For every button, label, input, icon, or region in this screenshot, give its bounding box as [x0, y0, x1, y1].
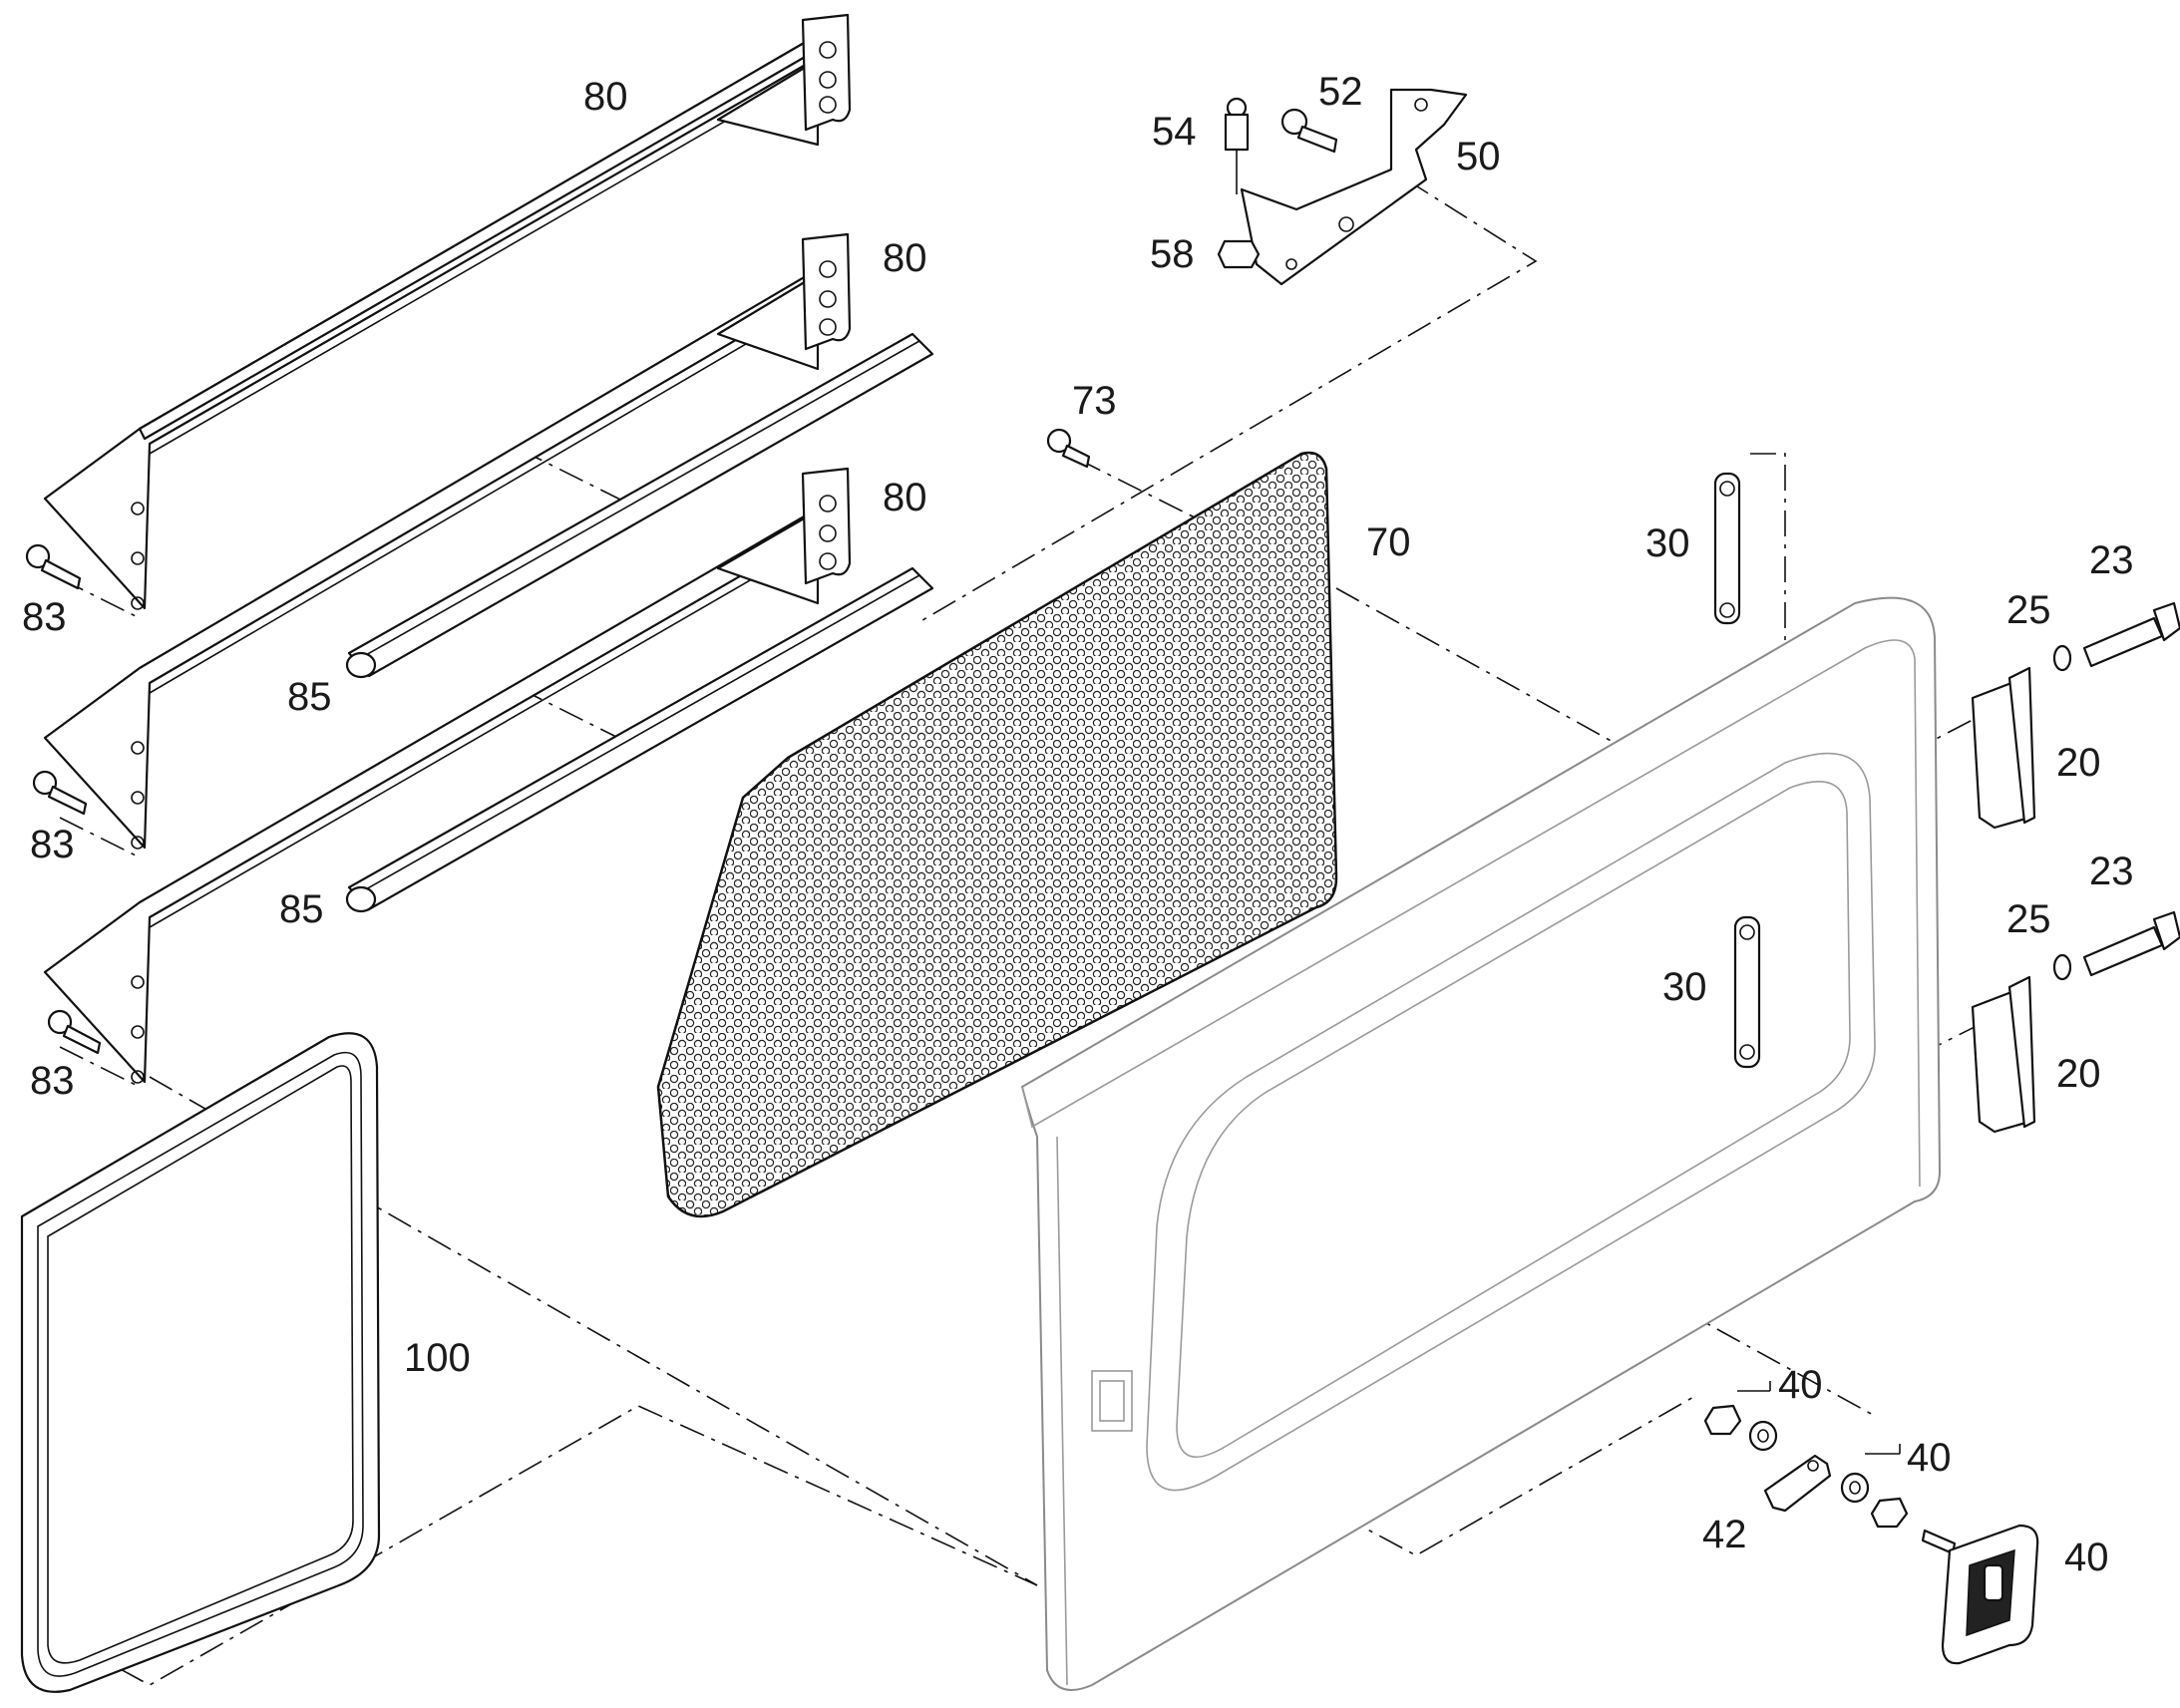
screw-52 — [1280, 108, 1338, 154]
callout-40-c: 40 — [2064, 1536, 2109, 1579]
hinge-20-lower — [1971, 975, 2036, 1134]
hinge-20-upper — [1971, 666, 2036, 830]
callout-40-a: 40 — [1778, 1363, 1823, 1407]
washer-25-upper — [2052, 644, 2072, 672]
callout-83-c: 83 — [30, 1059, 75, 1103]
callout-83-a: 83 — [22, 595, 67, 639]
callout-20-a: 20 — [2056, 741, 2101, 785]
window-seal-frame — [20, 1032, 381, 1693]
lock-handle-40 — [1921, 1524, 2039, 1665]
callout-58: 58 — [1150, 232, 1195, 276]
nut-58 — [1217, 239, 1261, 269]
screw-83-b — [32, 770, 88, 816]
link-30-upper — [1713, 472, 1741, 625]
callout-40-b: 40 — [1907, 1436, 1952, 1480]
callout-23-a: 23 — [2089, 538, 2134, 582]
callout-labels: 80 80 80 83 83 83 85 85 54 52 50 58 73 7… — [22, 70, 2134, 1579]
callout-25-b: 25 — [2006, 897, 2051, 941]
bolt-23-lower — [2082, 910, 2180, 977]
stud-54 — [1224, 97, 1250, 194]
callout-20-b: 20 — [2056, 1052, 2101, 1096]
callout-80-a: 80 — [583, 75, 628, 119]
callout-80-c: 80 — [883, 476, 927, 519]
callout-42: 42 — [1702, 1513, 1747, 1556]
trim-strip-upper — [43, 13, 852, 610]
trim-strip-lower — [43, 467, 852, 1084]
callout-73: 73 — [1072, 379, 1117, 423]
bracket-50 — [1240, 88, 1468, 286]
callout-100: 100 — [404, 1336, 471, 1380]
perforated-screen — [656, 451, 1338, 1218]
trim-strip-middle — [43, 232, 852, 850]
callout-brackets — [1737, 1381, 1901, 1455]
lock-cam-42 — [1763, 1454, 1832, 1513]
lock-washer-40-b — [1840, 1472, 1870, 1504]
screw-83-c — [47, 1009, 102, 1055]
callout-70: 70 — [1366, 520, 1411, 564]
callout-30-a: 30 — [1645, 521, 1690, 565]
callout-85-a: 85 — [287, 675, 332, 719]
callout-54: 54 — [1152, 110, 1197, 154]
link-30-lower — [1733, 915, 1761, 1069]
lock-nut-40-b — [1870, 1497, 1909, 1529]
callout-85-b: 85 — [279, 887, 324, 931]
washer-25-lower — [2052, 953, 2072, 981]
callout-23-b: 23 — [2089, 850, 2134, 893]
screw-73 — [1046, 428, 1091, 469]
callout-80-b: 80 — [883, 236, 927, 280]
rubber-seal-lower — [345, 566, 934, 913]
callout-83-b: 83 — [30, 823, 75, 866]
bolt-23-upper — [2082, 601, 2180, 668]
lock-washer-40-a — [1748, 1420, 1778, 1452]
callout-30-b: 30 — [1662, 965, 1707, 1009]
callout-52: 52 — [1318, 70, 1363, 114]
lock-nut-40-a — [1703, 1404, 1742, 1436]
callout-25-a: 25 — [2006, 588, 2051, 632]
door-panel — [1020, 596, 1942, 1691]
callout-50: 50 — [1456, 135, 1501, 178]
screw-83-a — [25, 543, 82, 590]
rubber-seal-upper — [345, 332, 934, 679]
